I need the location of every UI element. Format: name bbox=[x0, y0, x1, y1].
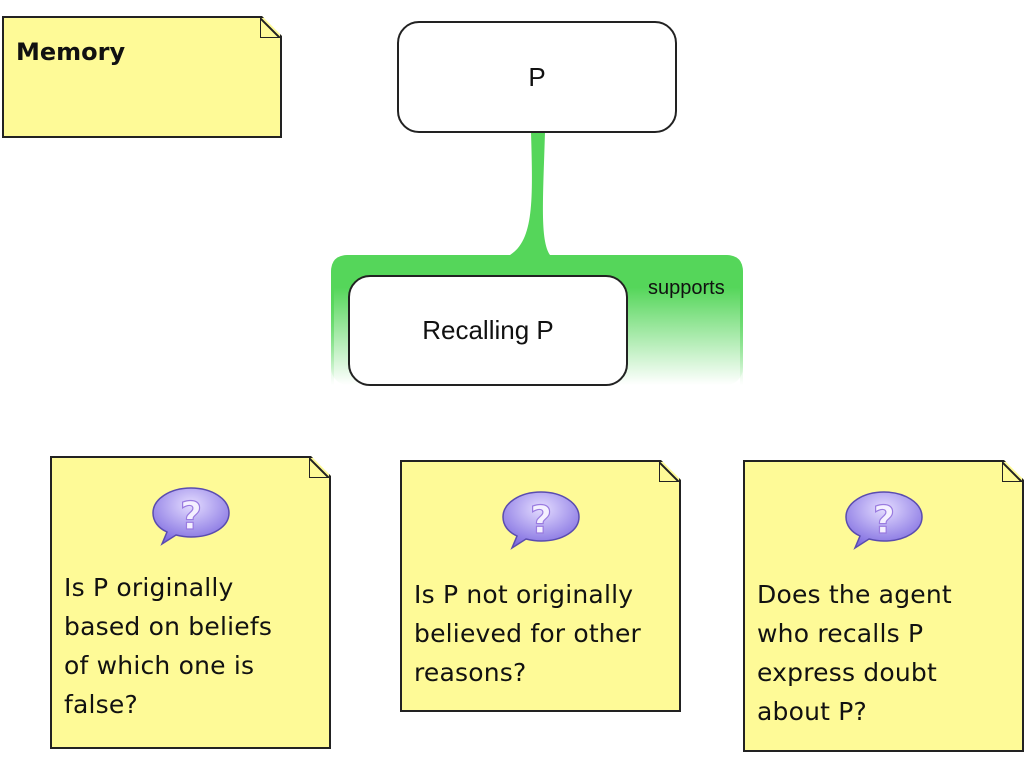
note-fold-icon bbox=[260, 18, 280, 38]
note-fold-icon bbox=[1002, 462, 1022, 482]
note-fold-icon bbox=[309, 458, 329, 478]
support-connector bbox=[510, 132, 550, 255]
claim-label: P bbox=[528, 61, 546, 92]
svg-text:?: ? bbox=[180, 494, 202, 538]
supports-label: supports bbox=[648, 277, 725, 299]
premise-box[interactable]: Recalling P bbox=[348, 275, 628, 386]
critical-question-note: ? Is P originally based on beliefs of wh… bbox=[50, 456, 331, 749]
title-label: Memory bbox=[16, 38, 126, 66]
question-text: Does the agent who recalls P express dou… bbox=[757, 580, 952, 726]
question-text: Is P originally based on beliefs of whic… bbox=[64, 573, 273, 719]
claim-box[interactable]: P bbox=[397, 21, 677, 133]
question-text: Is P not originally believed for other r… bbox=[414, 580, 642, 687]
title-note: Memory bbox=[2, 16, 282, 138]
svg-text:?: ? bbox=[873, 498, 895, 542]
premise-label: Recalling P bbox=[422, 315, 554, 345]
question-bubble-icon: ? bbox=[843, 488, 925, 550]
question-bubble-icon: ? bbox=[500, 488, 582, 550]
critical-question-note: ? Does the agent who recalls P express d… bbox=[743, 460, 1024, 752]
note-fold-icon bbox=[659, 462, 679, 482]
svg-text:?: ? bbox=[530, 498, 552, 542]
critical-question-note: ? Is P not originally believed for other… bbox=[400, 460, 681, 712]
question-bubble-icon: ? bbox=[150, 484, 232, 546]
